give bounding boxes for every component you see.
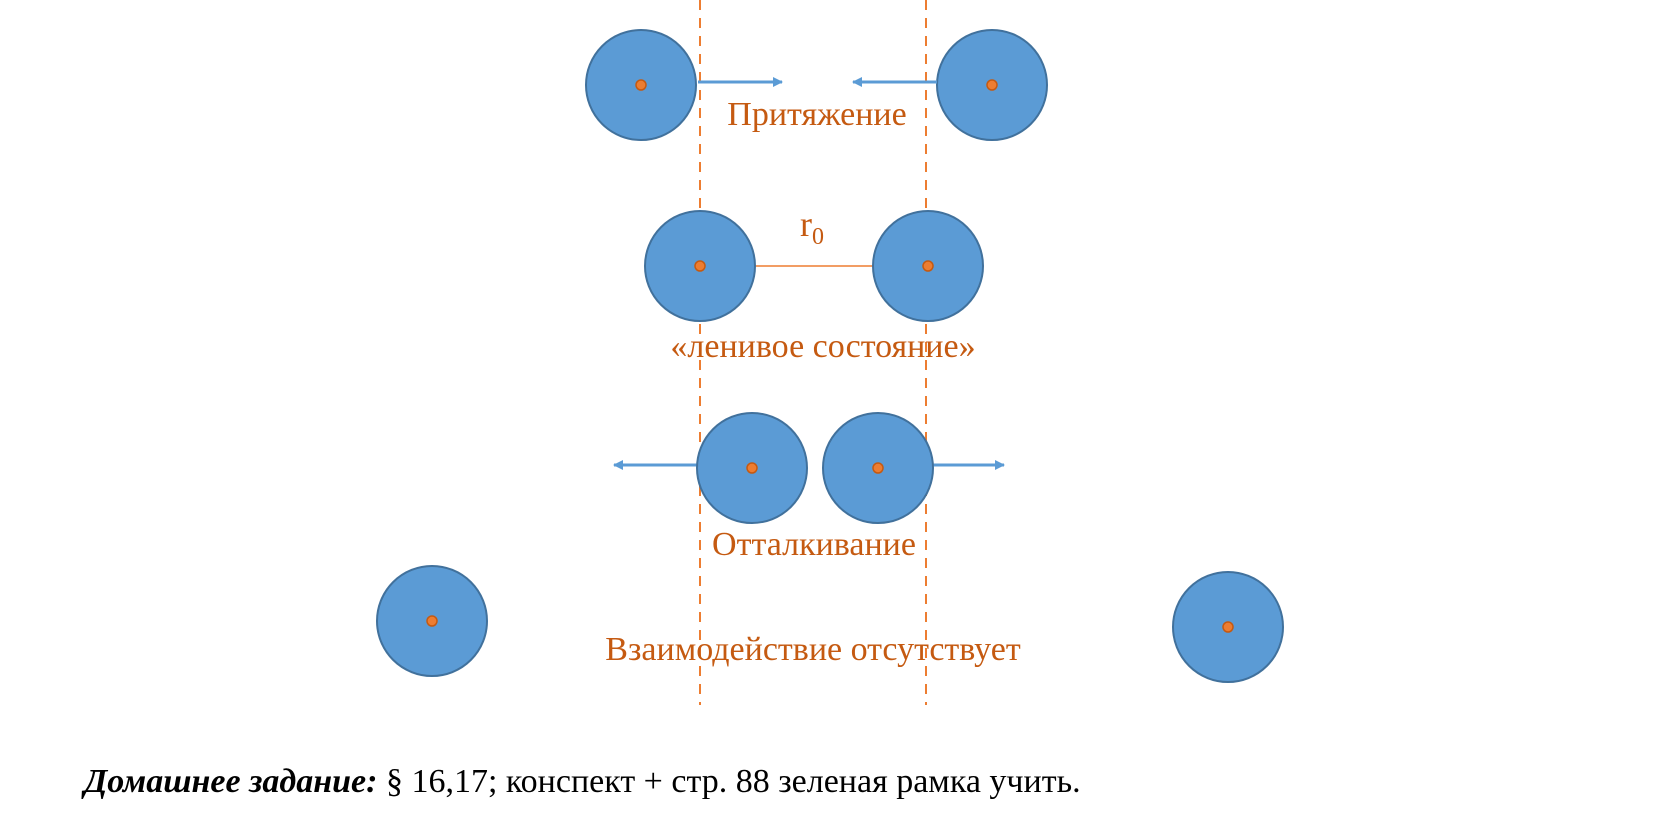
equilibrium-row: r0 «ленивое состояние» bbox=[644, 204, 984, 365]
repulsion-row: Отталкивание bbox=[613, 412, 1005, 563]
molecule-icon bbox=[376, 565, 488, 677]
attraction-label: Притяжение bbox=[727, 96, 906, 133]
attraction-row: Притяжение bbox=[585, 29, 1048, 141]
no-interaction-row: Взаимодействие отсутствует bbox=[376, 565, 1284, 683]
molecule-icon bbox=[872, 210, 984, 322]
distance-label: r0 bbox=[800, 204, 824, 250]
no-interaction-label: Взаимодействие отсутствует bbox=[605, 631, 1021, 668]
homework-line: Домашнее задание: § 16,17; конспект + ст… bbox=[84, 763, 1081, 801]
molecule-icon bbox=[936, 29, 1048, 141]
molecule-icon bbox=[585, 29, 697, 141]
homework-title: Домашнее задание: bbox=[84, 763, 378, 800]
molecule-icon bbox=[696, 412, 808, 524]
molecular-interaction-diagram: Притяжение r0 «ленивое состояние» bbox=[376, 0, 1284, 705]
molecule-icon bbox=[1172, 571, 1284, 683]
equilibrium-label: «ленивое состояние» bbox=[670, 328, 975, 365]
homework-text: § 16,17; конспект + стр. 88 зеленая рамк… bbox=[377, 763, 1081, 800]
repulsion-label: Отталкивание bbox=[712, 526, 916, 563]
molecule-icon bbox=[822, 412, 934, 524]
molecule-icon bbox=[644, 210, 756, 322]
